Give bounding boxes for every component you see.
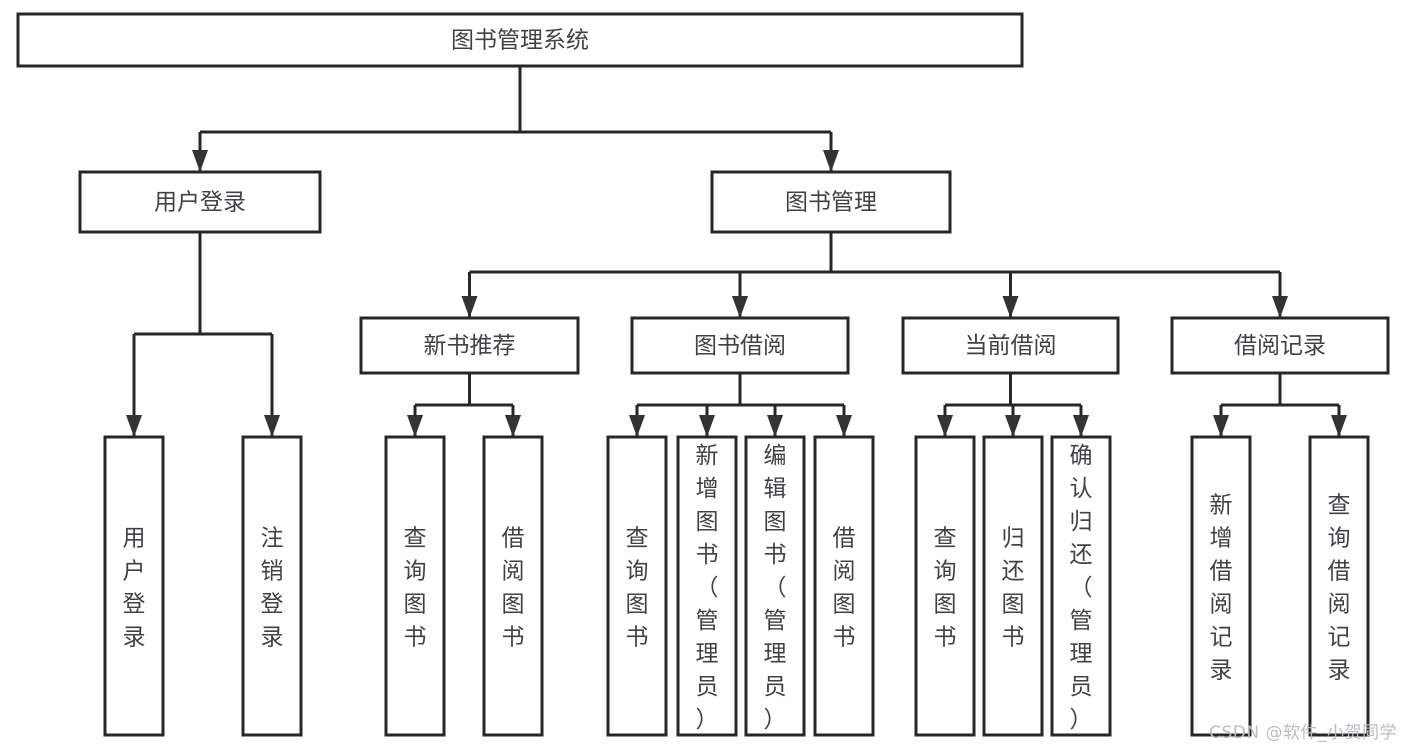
arrow-head-icon <box>1073 415 1089 437</box>
node-label: 新增图书（管理员） <box>696 443 719 733</box>
node-leaf-borrow-book-2[interactable]: 借阅图书 <box>813 435 875 737</box>
node-box[interactable] <box>914 435 976 737</box>
node-label: 查询图书 <box>626 526 649 651</box>
node-box[interactable] <box>16 12 1024 68</box>
node-box[interactable] <box>78 170 322 234</box>
node-leaf-query-book-3[interactable]: 查询图书 <box>914 435 976 737</box>
arrow-head-icon <box>629 415 645 437</box>
node-label: 查询借阅记录 <box>1328 493 1351 684</box>
node-label: 新书推荐 <box>424 333 516 359</box>
node-box[interactable] <box>676 435 738 737</box>
node-l3-new-book-rec[interactable]: 新书推荐 <box>359 316 580 375</box>
node-box[interactable] <box>710 170 952 234</box>
node-label: 确认归还（管理员） <box>1070 443 1093 733</box>
node-l3-current-borrow[interactable]: 当前借阅 <box>901 316 1120 375</box>
arrow-head-icon <box>767 415 783 437</box>
node-leaf-query-record[interactable]: 查询借阅记录 <box>1308 435 1370 737</box>
arrow-head-icon <box>732 296 748 318</box>
node-leaf-logout[interactable]: 注销登录 <box>241 435 303 737</box>
arrow-head-icon <box>407 415 423 437</box>
node-box[interactable] <box>1308 435 1370 737</box>
node-root[interactable]: 图书管理系统 <box>16 12 1024 68</box>
arrow-head-icon <box>937 415 953 437</box>
node-label: 图书管理 <box>785 190 877 216</box>
node-box[interactable] <box>103 435 165 737</box>
node-label: 用户登录 <box>123 526 146 651</box>
node-box[interactable] <box>901 316 1120 375</box>
arrow-head-icon <box>1272 296 1288 318</box>
node-label: 当前借阅 <box>965 333 1057 359</box>
node-label: 图书借阅 <box>694 333 786 359</box>
arrow-head-icon <box>505 415 521 437</box>
node-box[interactable] <box>359 316 580 375</box>
arrow-head-icon <box>1005 415 1021 437</box>
node-leaf-query-book-1[interactable]: 查询图书 <box>384 435 446 737</box>
node-label: 借阅记录 <box>1234 333 1326 359</box>
node-label: 查询图书 <box>934 526 957 651</box>
node-box[interactable] <box>482 435 544 737</box>
node-box[interactable] <box>630 316 850 375</box>
node-l3-borrow-record[interactable]: 借阅记录 <box>1170 316 1390 375</box>
node-label: 编辑图书（管理员） <box>764 443 787 733</box>
node-leaf-add-book[interactable]: 新增图书（管理员） <box>676 435 738 737</box>
node-leaf-return-book[interactable]: 归还图书 <box>982 435 1044 737</box>
arrow-head-icon <box>126 415 142 437</box>
node-label: 借阅图书 <box>502 526 525 651</box>
arrow-head-icon <box>461 296 478 318</box>
node-layer: 图书管理系统用户登录图书管理新书推荐图书借阅当前借阅借阅记录用户登录注销登录查询… <box>16 12 1390 737</box>
node-box[interactable] <box>982 435 1044 737</box>
node-label: 归还图书 <box>1002 526 1025 651</box>
arrow-head-icon <box>1331 415 1347 437</box>
node-label: 借阅图书 <box>833 526 856 651</box>
arrow-head-icon <box>264 415 280 437</box>
node-box[interactable] <box>241 435 303 737</box>
arrow-head-icon <box>192 150 208 172</box>
node-leaf-add-record[interactable]: 新增借阅记录 <box>1190 435 1252 737</box>
edge-layer <box>126 66 1347 437</box>
arrow-head-icon <box>699 415 715 437</box>
arrow-head-icon <box>823 150 839 172</box>
node-l3-book-borrow[interactable]: 图书借阅 <box>630 316 850 375</box>
node-box[interactable] <box>1170 316 1390 375</box>
node-box[interactable] <box>1190 435 1252 737</box>
node-label: 新增借阅记录 <box>1210 493 1233 684</box>
node-label: 图书管理系统 <box>451 28 589 54</box>
arrow-head-icon <box>836 415 852 437</box>
node-leaf-borrow-book-1[interactable]: 借阅图书 <box>482 435 544 737</box>
watermark-text: CSDN @软件_小贺同学 <box>1209 723 1397 743</box>
arrow-head-icon <box>1002 296 1019 318</box>
node-box[interactable] <box>744 435 806 737</box>
node-box[interactable] <box>606 435 668 737</box>
node-leaf-user-login[interactable]: 用户登录 <box>103 435 165 737</box>
node-leaf-query-book-2[interactable]: 查询图书 <box>606 435 668 737</box>
node-leaf-confirm-return[interactable]: 确认归还（管理员） <box>1050 435 1112 737</box>
arrow-head-icon <box>1213 415 1229 437</box>
node-leaf-edit-book[interactable]: 编辑图书（管理员） <box>744 435 806 737</box>
node-l2-user-login[interactable]: 用户登录 <box>78 170 322 234</box>
node-label: 注销登录 <box>261 526 284 651</box>
node-box[interactable] <box>384 435 446 737</box>
node-box[interactable] <box>813 435 875 737</box>
node-l2-book-mgmt[interactable]: 图书管理 <box>710 170 952 234</box>
node-box[interactable] <box>1050 435 1112 737</box>
node-label: 用户登录 <box>154 190 246 216</box>
node-label: 查询图书 <box>404 526 427 651</box>
